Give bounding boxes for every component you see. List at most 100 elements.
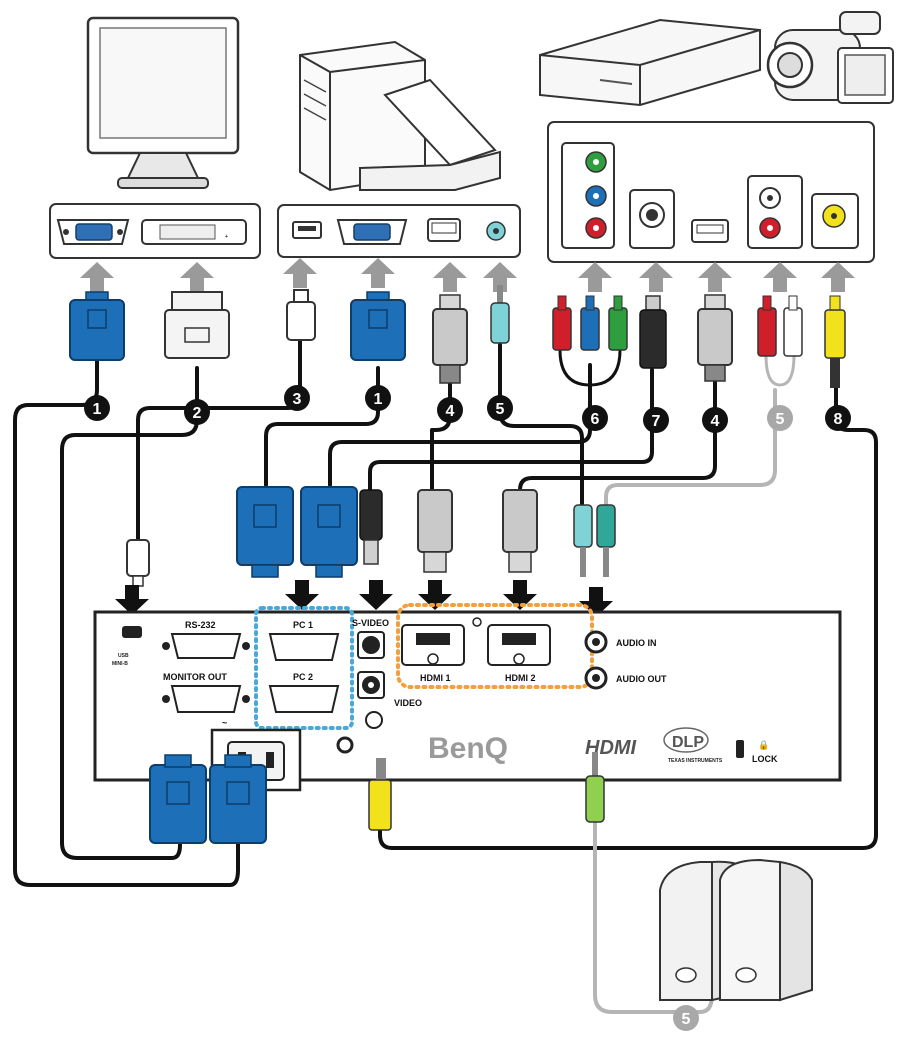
usb-mini-port: USB MINI-B [112,626,142,667]
cable-route-hdmi-av [518,376,717,494]
badge-cable-5-av: 5 [767,405,793,431]
up-arrow-icon [578,262,612,292]
badge-number: 6 [591,411,600,428]
badge-cable-1-pc: 1 [365,385,391,411]
svg-text:+: + [225,234,228,240]
video-port: VIDEO [357,671,422,708]
audio-out-plug-bottom [585,752,605,823]
cable-route-vga-pc [264,366,380,487]
audio-in-port: AUDIO IN [584,630,657,654]
cable-route-dvi-monitor [60,366,199,860]
hdmi1-port: HDMI 1 [401,624,465,683]
badge-number: 5 [496,401,505,418]
badge-cable-4-pc: 4 [437,397,463,423]
down-arrow-icon [503,580,537,610]
badge-number: 4 [711,413,720,430]
usb-label-line1: USB [118,653,129,659]
monitor-device [86,16,240,189]
lock-icon: 🔒 [758,740,769,750]
cable-route-audio-pc [498,343,584,507]
badge-cable-1-monitor: 1 [84,395,110,421]
lock-label: LOCK [752,754,778,764]
dlp-logo: DLP TEXAS INSTRUMENTS [663,727,723,764]
badge-number: 8 [834,411,843,428]
audio-in-label: AUDIO IN [616,638,657,648]
hdmi2-label: HDMI 2 [505,673,536,683]
down-arrow-icon [285,580,319,610]
vga-plug-pc1 [236,486,294,578]
svideo-label: S-VIDEO [352,618,389,628]
speakers-device [659,858,813,1002]
badge-number: 5 [776,411,785,428]
laptop-device [359,78,501,191]
component-connectors [552,295,628,387]
badge-cable-3: 3 [284,385,310,411]
up-arrow-icon [763,262,797,292]
pc2-label: PC 2 [293,672,313,682]
cable-route-component [328,363,592,487]
hdmi-connector-pc [432,294,468,384]
up-arrow-icon [433,262,467,292]
svideo-connector-av [639,295,667,369]
down-arrow-icon [418,580,452,610]
monitor-out-label: MONITOR OUT [163,672,227,682]
up-arrow-icon [698,262,732,292]
cable-route-audio-av [604,388,777,507]
usb-connector-plug [286,289,316,341]
svideo-plug [359,489,383,565]
audio-rca-connectors-av [757,295,803,387]
pc1-port: PC 1 [268,620,340,661]
down-arrow-icon [359,580,393,610]
badge-number: 1 [93,401,102,418]
badge-number: 7 [652,413,661,430]
audio-out-port: AUDIO OUT [584,666,667,690]
pc-port-panel [277,204,521,258]
up-arrow-icon [639,262,673,292]
badge-cable-8: 8 [825,405,851,431]
up-arrow-icon [283,258,317,288]
svg-text:DLP: DLP [672,734,704,751]
badge-cable-4-av: 4 [702,407,728,433]
video-rca-connector-av [824,295,846,388]
hdmi-connector-av [697,294,733,382]
dvi-connector-monitor [164,291,230,359]
audio-plug-green [596,504,616,577]
screw-hole [336,736,354,754]
upward-arrows [80,258,855,292]
camcorder-device [766,11,894,104]
usb-mini-plug [126,539,150,587]
brand-logo: BenQ [428,732,508,765]
pc-tower-device [299,40,426,192]
badge-number: 3 [293,391,302,408]
hdmi-screw [472,617,482,627]
badge-number: 2 [193,405,202,422]
audio-out-label: AUDIO OUT [616,674,667,684]
badge-cable-2: 2 [184,399,210,425]
usb-label-line2: MINI-B [112,661,128,667]
av-port-panel [547,121,875,263]
up-arrow-icon [483,262,517,292]
vga-plug-monitor-out [149,754,207,844]
pc1-label: PC 1 [293,620,313,630]
hdmi-plug-1 [417,489,453,573]
hdmi2-port: HDMI 2 [487,624,551,683]
cable-route-svideo [368,368,654,492]
monitor-out-port: MONITOR OUT [162,672,250,713]
badge-number: 5 [682,1011,691,1028]
hdmi-plug-2 [502,489,538,573]
video-rca-plug-bottom [368,758,392,831]
up-arrow-icon [80,262,114,292]
badge-cable-7: 7 [643,407,669,433]
svg-text:TEXAS INSTRUMENTS: TEXAS INSTRUMENTS [668,758,723,764]
cable-route-speakers [593,818,714,1014]
badge-number: 4 [446,403,455,420]
pc2-port: PC 2 [268,672,340,713]
vga-plug-pc2 [300,486,358,578]
dvd-player-device [539,18,761,107]
vga-plug-monitor-out-2 [209,754,267,844]
audio-plug-teal [573,504,593,577]
down-arrow-icon [115,585,149,615]
kensington-lock: 🔒 LOCK [736,740,778,764]
badge-cable-5-pc: 5 [487,395,513,421]
